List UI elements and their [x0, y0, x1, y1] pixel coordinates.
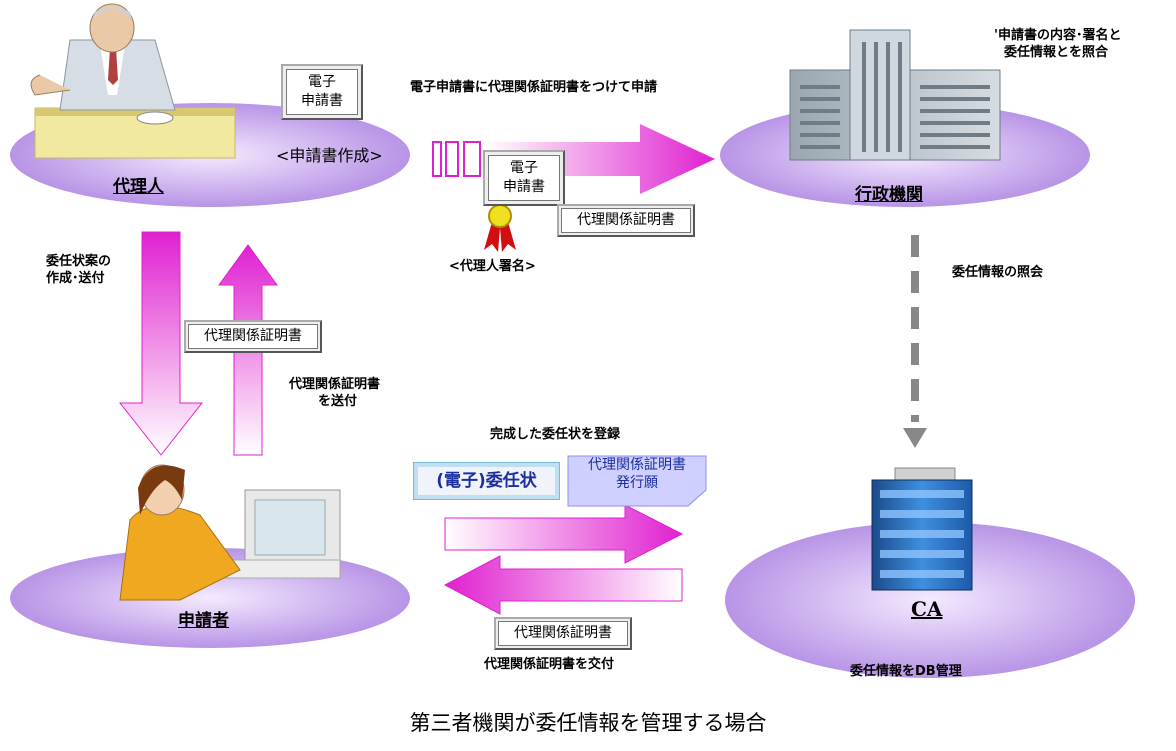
request-line2: 発行願 — [616, 475, 658, 491]
proxy-doc: (電子)委任状 — [413, 462, 560, 500]
applicant-label: 申請者 — [178, 611, 229, 631]
request-doc-text: 代理関係証明書 発行願 — [568, 456, 706, 492]
ca-building-icon — [871, 467, 973, 591]
diagram-caption: 第三者機関が委任情報を管理する場合 — [409, 711, 767, 735]
deliver-arrow — [443, 555, 683, 615]
edoc-agent-box: 電子 申請書 — [281, 64, 363, 120]
ca-label: CA — [911, 597, 943, 621]
ministry-label: 行政機関 — [855, 185, 923, 205]
request-doc-shape — [567, 455, 707, 507]
verify-line1: '申請書の内容･署名と — [994, 28, 1122, 43]
agent-person-icon — [30, 3, 236, 159]
edoc-agent-line1: 電子 — [308, 74, 336, 90]
edoc-signed-line1: 電子 — [510, 160, 538, 176]
apply-arrow — [432, 124, 715, 194]
draft-line1: 委任状案の — [46, 254, 112, 269]
cert-deliver-box: 代理関係証明書 — [494, 617, 632, 650]
agent-label: 代理人 — [113, 177, 164, 197]
apply-label: 電子申請書に代理関係証明書をつけて申請 — [410, 80, 658, 95]
cert-deliver-text: 代理関係証明書 — [498, 621, 628, 646]
draft-send-arrow — [118, 231, 204, 456]
inquiry-arrow — [903, 235, 927, 448]
edoc-signed-box: 電子 申請書 — [483, 150, 565, 206]
register-arrow — [444, 504, 684, 564]
agent-sign-label: <代理人署名> — [449, 259, 536, 274]
ca-ellipse — [725, 522, 1135, 678]
cert-send-box: 代理関係証明書 — [184, 320, 322, 353]
verify-line2: 委任情報とを照合 — [1004, 45, 1109, 60]
draft-line2: 作成･送付 — [46, 271, 105, 286]
request-line1: 代理関係証明書 — [588, 457, 686, 473]
cert-attached-box: 代理関係証明書 — [557, 204, 695, 237]
register-label: 完成した委任状を登録 — [490, 427, 621, 442]
signature-seal-icon — [484, 204, 516, 252]
edoc-agent-line2: 申請書 — [301, 93, 343, 109]
cert-send-text: 代理関係証明書 — [188, 324, 318, 349]
db-manage-label: 委任情報をDB管理 — [850, 664, 962, 679]
edoc-signed-line2: 申請書 — [503, 179, 545, 195]
applicant-person-icon — [119, 464, 341, 601]
ministry-building-icon — [789, 29, 1001, 161]
cert-attached-text: 代理関係証明書 — [561, 208, 691, 233]
deliver-label: 代理関係証明書を交付 — [484, 657, 615, 672]
create-doc-label: <申請書作成> — [276, 146, 383, 165]
send-cert-line1: 代理関係証明書 — [289, 377, 381, 392]
send-cert-line2: を送付 — [318, 394, 358, 409]
inquiry-label: 委任情報の照会 — [952, 265, 1044, 280]
